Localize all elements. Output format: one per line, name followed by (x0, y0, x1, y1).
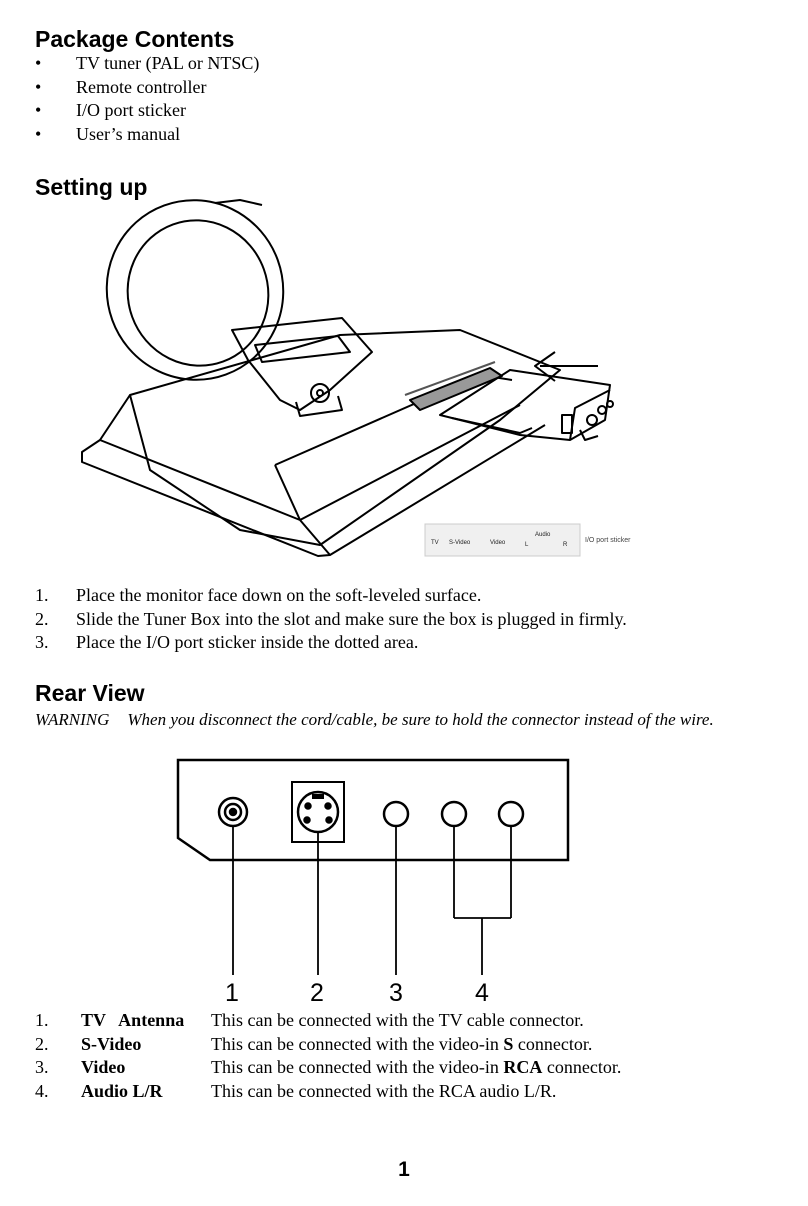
list-item: 2.Slide the Tuner Box into the slot and … (35, 608, 627, 629)
list-item: 3.Place the I/O port sticker inside the … (35, 632, 419, 652)
sticker-caption: I/O port sticker (585, 537, 631, 544)
sticker-label-l: L (525, 542, 529, 548)
connector-list: 1. TV Antenna This can be connected with… (35, 1009, 621, 1103)
warning-label: WARNING (35, 710, 110, 729)
setting-up-heading: Setting up (35, 174, 148, 200)
sticker-label-tv: TV (431, 540, 439, 546)
sticker-label-s-video: S-Video (449, 540, 471, 546)
bullet: • (35, 100, 42, 120)
rear-view-heading: Rear View (35, 680, 145, 706)
setup-steps-list: 1.Place the monitor face down on the sof… (35, 584, 627, 655)
callout-2: 2 (310, 979, 324, 1007)
bullet: • (35, 53, 42, 73)
callout-3: 3 (389, 979, 403, 1007)
sticker-label-video: Video (490, 540, 506, 546)
warning-text: When you disconnect the cord/cable, be s… (127, 710, 714, 729)
list-item: •User’s manual (35, 123, 259, 147)
list-item: 1. TV Antenna This can be connected with… (35, 1010, 584, 1030)
monitor-setup-illustration: TV S-Video Video L Audio R I/O port stic… (81, 199, 631, 557)
page-number: 1 (398, 1158, 410, 1181)
list-item: •I/O port sticker (35, 99, 259, 123)
rear-panel-diagram: 1 2 3 4 (176, 758, 570, 1007)
bullet: • (35, 123, 42, 144)
sticker-label-r: R (563, 542, 568, 548)
list-item: 4. Audio L/R This can be connected with … (35, 1080, 557, 1101)
list-item: 2. S-Video This can be connected with th… (35, 1033, 593, 1054)
list-item: •TV tuner (PAL or NTSC) (35, 52, 259, 76)
list-item: 3. Video This can be connected with the … (35, 1057, 622, 1077)
callout-1: 1 (225, 979, 239, 1007)
list-item: 1.Place the monitor face down on the sof… (35, 585, 482, 605)
package-contents-heading: Package Contents (35, 26, 235, 52)
warning-note: WARNING When you disconnect the cord/cabl… (35, 708, 780, 732)
sticker-label-audio: Audio (535, 532, 551, 538)
bullet: • (35, 76, 42, 97)
list-item: •Remote controller (35, 76, 259, 100)
callout-4: 4 (475, 979, 489, 1007)
package-contents-list: •TV tuner (PAL or NTSC) •Remote controll… (35, 52, 259, 146)
